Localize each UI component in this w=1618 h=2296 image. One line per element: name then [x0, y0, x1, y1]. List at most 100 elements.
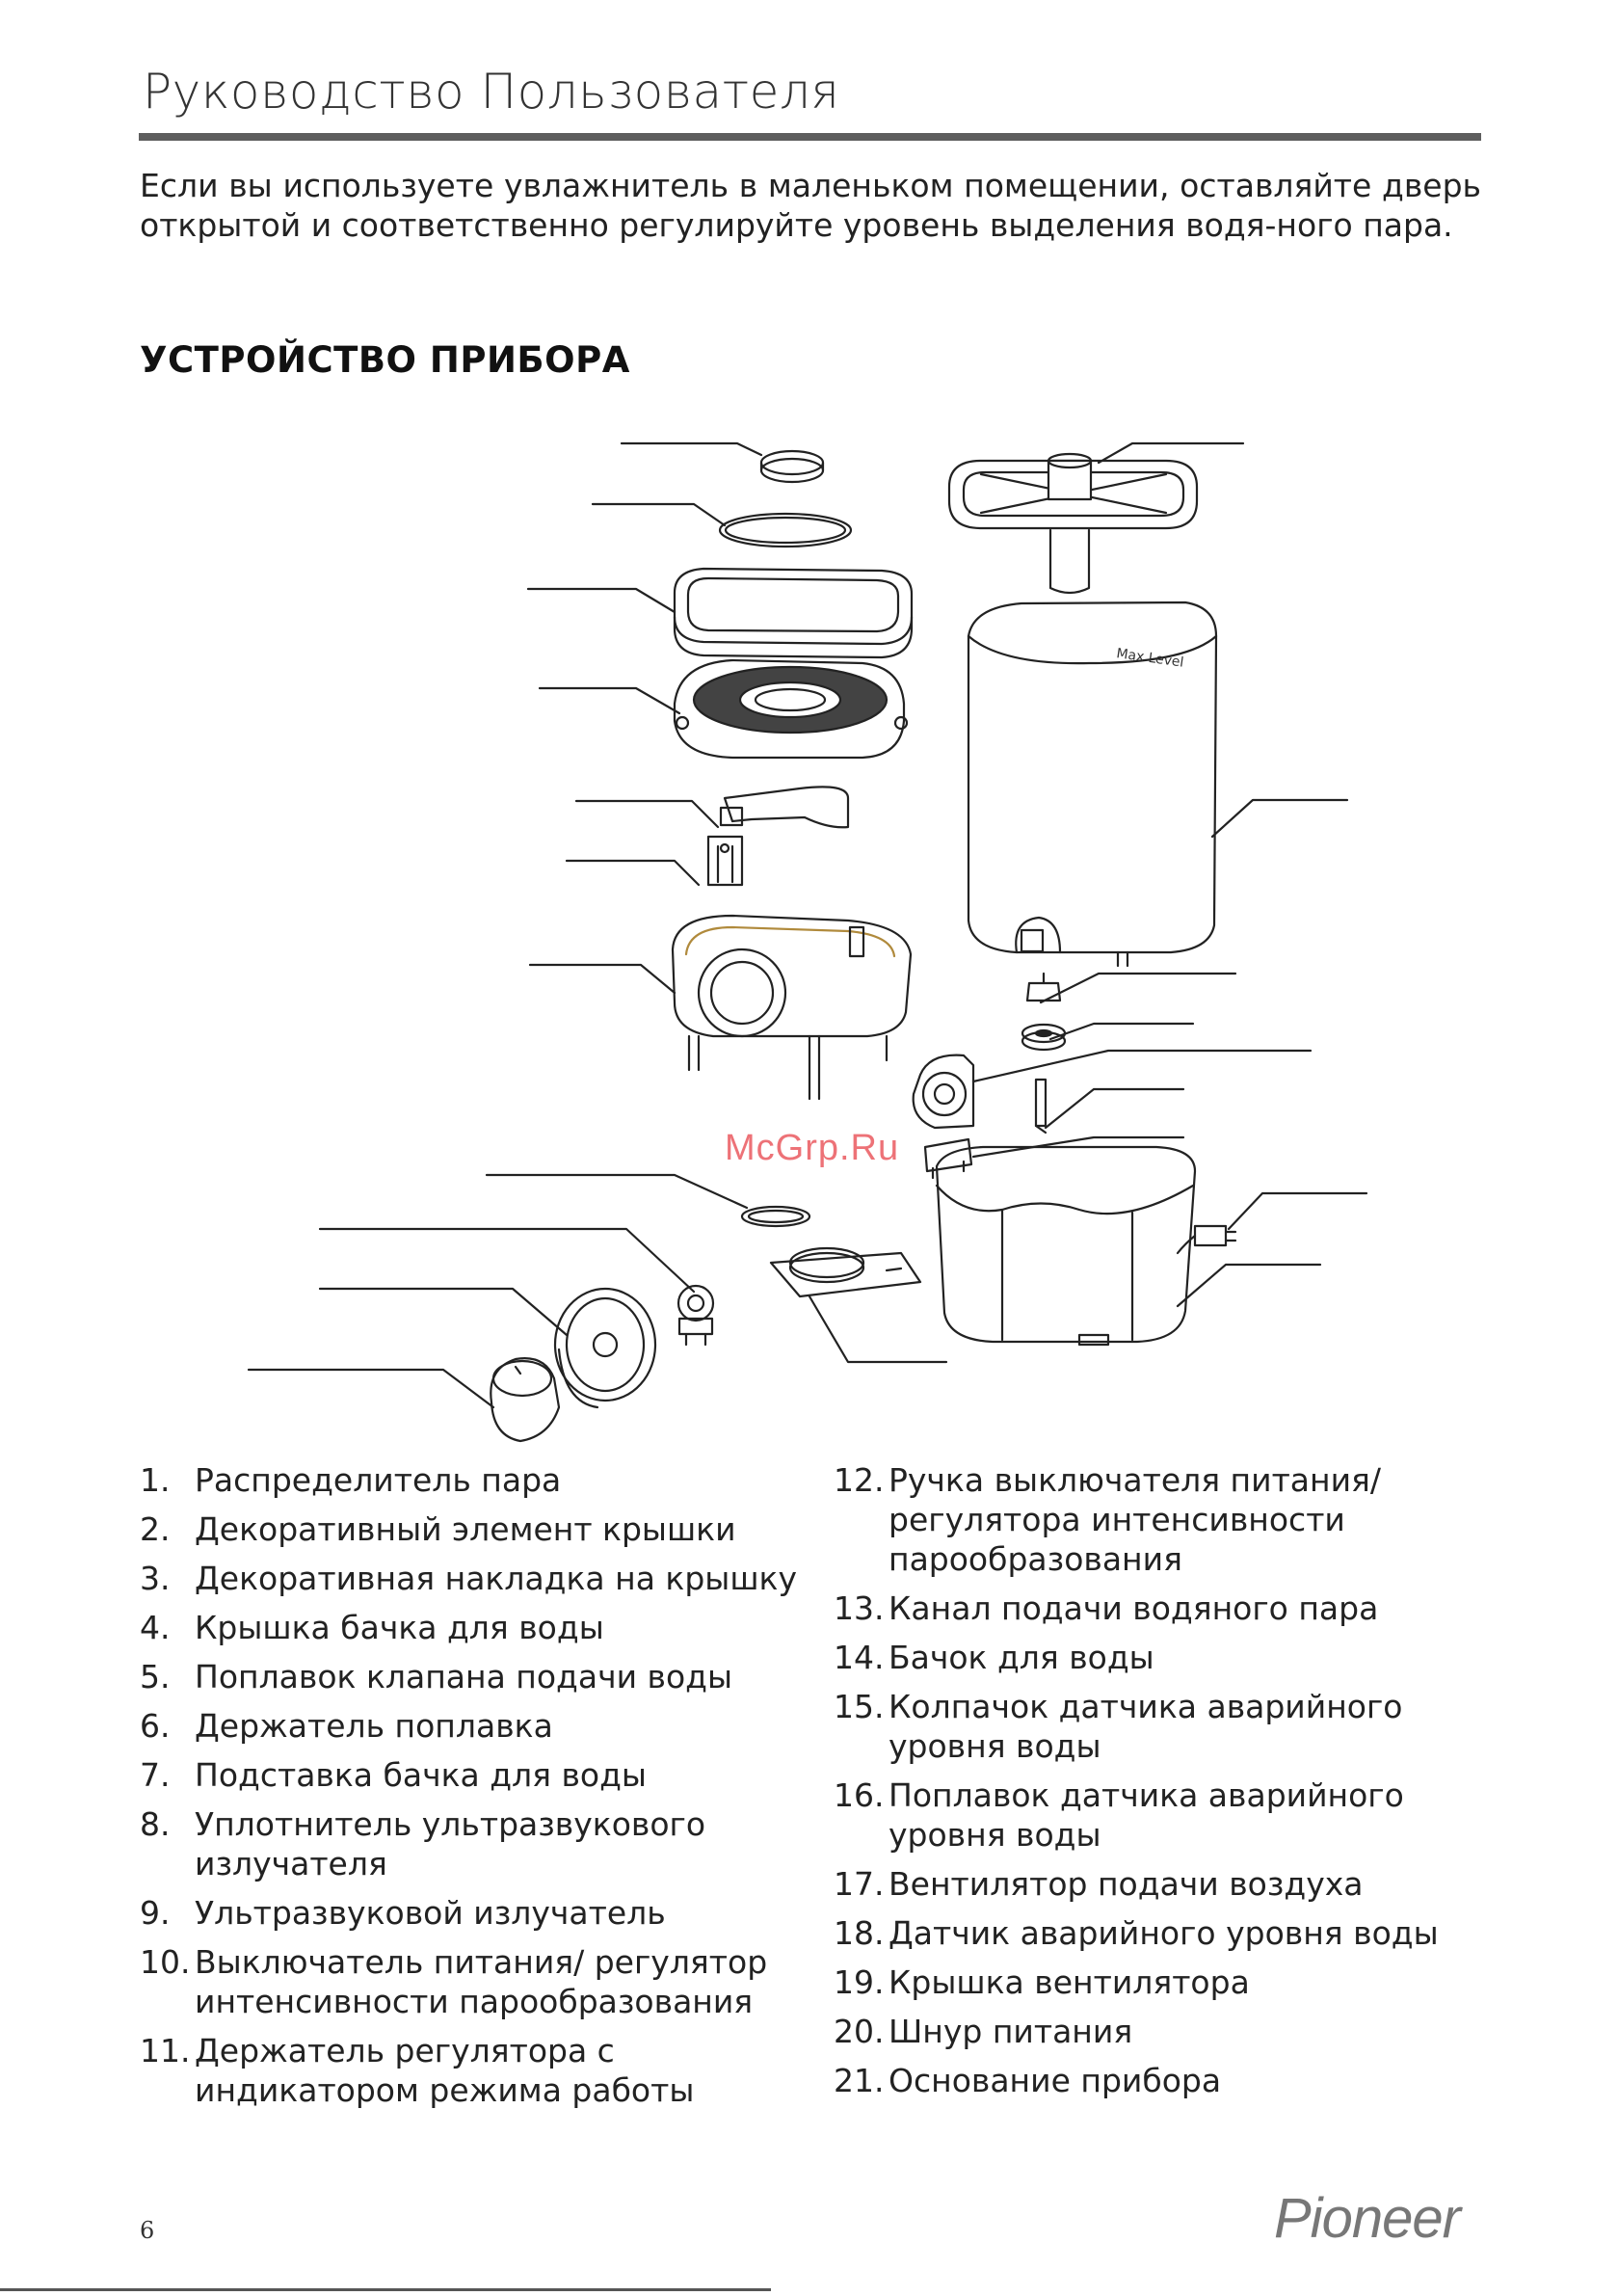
list-item: 15.Колпачок датчика аварийного уровня во…	[834, 1687, 1508, 1766]
regulator-holder-part	[553, 1287, 657, 1409]
list-item: 20.Шнур питания	[834, 2012, 1508, 2051]
list-item-number: 6.	[140, 1707, 171, 1745]
list-item-text: Вентилятор подачи воздуха	[889, 1865, 1364, 1903]
list-item-text: Крышка бачка для воды	[195, 1609, 604, 1646]
leader-line-5	[574, 799, 720, 829]
page-title: Руководство Пользователя	[143, 64, 840, 120]
leader-line-6	[565, 859, 701, 887]
leader-line-2	[591, 502, 727, 527]
list-item-text: Декоративная накладка на крышку	[195, 1560, 798, 1597]
list-item: 5. Поплавок клапана подачи воды	[140, 1657, 814, 1696]
list-item-text: Крышка вентилятора	[889, 1963, 1250, 2001]
leader-line-17	[971, 1049, 1313, 1083]
leader-line-10	[318, 1287, 569, 1337]
power-switch-part	[676, 1284, 715, 1347]
list-item-number: 4.	[140, 1609, 171, 1646]
parts-list-right: 12.Ручка выключателя питания/ регулятора…	[834, 1460, 1508, 2110]
list-item-text: Выключатель питания/ регулятор интенсивн…	[195, 1943, 768, 2020]
brand-logo: Pioneer	[1274, 2187, 1461, 2250]
leader-line-14	[1210, 798, 1349, 839]
watermark: McGrp.Ru	[725, 1128, 900, 1168]
list-item-number: 19.	[834, 1963, 885, 2001]
list-item: 11.Держатель регулятора с индикатором ре…	[140, 2031, 814, 2110]
section-title: УСТРОЙСТВО ПРИБОРА	[140, 339, 630, 381]
water-tank-part	[967, 601, 1218, 968]
list-item-number: 2.	[140, 1510, 171, 1548]
leader-line-11	[247, 1368, 495, 1409]
water-level-sensor-part	[1034, 1078, 1048, 1135]
fan-cover-part	[923, 1137, 973, 1180]
steam-channel-part	[947, 452, 1199, 595]
list-item-text: Датчик аварийного уровня воды	[889, 1914, 1439, 1952]
list-item-text: Канал подачи водяного пара	[889, 1589, 1379, 1627]
list-item-number: 11.	[140, 2032, 191, 2069]
list-item-number: 1.	[140, 1461, 171, 1499]
valve-float-part	[719, 786, 850, 829]
level-sensor-cap-part	[1025, 972, 1062, 1002]
level-sensor-float-part	[1021, 1023, 1067, 1052]
list-item-text: Ультразвуковой излучатель	[195, 1894, 666, 1932]
list-item-text: Ручка выключателя питания/ регулятора ин…	[889, 1461, 1382, 1578]
footer-rule	[0, 2288, 771, 2291]
list-item: 18.Датчик аварийного уровня воды	[834, 1913, 1508, 1953]
list-item-text: Бачок для воды	[889, 1639, 1154, 1676]
ultrasonic-emitter-part	[769, 1246, 922, 1298]
leader-line-9	[318, 1227, 696, 1294]
list-item: 8. Уплотнитель ультразвукового излучателя	[140, 1804, 814, 1883]
list-item-text: Шнур питания	[889, 2013, 1133, 2050]
list-item: 3. Декоративная накладка на крышку	[140, 1559, 814, 1598]
exploded-diagram: Max Level	[247, 441, 1368, 1443]
list-item-number: 14.	[834, 1639, 885, 1676]
list-item-number: 9.	[140, 1894, 171, 1932]
list-item-number: 16.	[834, 1776, 885, 1814]
leader-line-3	[526, 587, 676, 614]
list-item-text: Держатель поплавка	[195, 1707, 553, 1745]
list-item: 21.Основание прибора	[834, 2061, 1508, 2100]
list-item-number: 10.	[140, 1943, 191, 1981]
tank-lid-part	[673, 658, 909, 760]
lid-decor-ring-part	[718, 512, 853, 548]
leader-line-13	[1097, 441, 1245, 465]
leader-line-18	[1044, 1087, 1185, 1130]
power-cord-part	[1176, 1224, 1237, 1255]
leader-line-19	[971, 1135, 1185, 1159]
list-item: 10.Выключатель питания/ регулятор интенс…	[140, 1942, 814, 2021]
lid-overlay-part	[673, 567, 914, 659]
list-item-text: Колпачок датчика аварийного уровня воды	[889, 1688, 1403, 1765]
leader-line-8	[485, 1173, 749, 1210]
list-item-number: 5.	[140, 1658, 171, 1695]
list-item-text: Подставка бачка для воды	[195, 1756, 647, 1794]
list-item-number: 3.	[140, 1560, 171, 1597]
regulator-knob-part	[490, 1357, 561, 1443]
list-item-text: Декоративный элемент крышки	[195, 1510, 736, 1548]
list-item: 14.Бачок для воды	[834, 1638, 1508, 1677]
list-item: 2. Декоративный элемент крышки	[140, 1509, 814, 1549]
list-item-text: Уплотнитель ультразвукового излучателя	[195, 1805, 706, 1882]
list-item-text: Поплавок датчика аварийного уровня воды	[889, 1776, 1404, 1854]
leader-line-20	[1227, 1191, 1368, 1231]
tank-max-level-marking: Max Level	[1115, 646, 1184, 671]
leader-line-7	[528, 963, 676, 995]
list-item-number: 8.	[140, 1805, 171, 1843]
leader-line-4	[538, 686, 681, 715]
list-item: 7. Подставка бачка для воды	[140, 1755, 814, 1795]
list-item-number: 20.	[834, 2013, 885, 2050]
intro-paragraph: Если вы используете увлажнитель в малень…	[140, 167, 1481, 244]
list-item-text: Основание прибора	[889, 2062, 1222, 2099]
list-item-text: Держатель регулятора с индикатором режим…	[195, 2032, 695, 2109]
steam-distributor-part	[759, 449, 825, 484]
air-fan-part	[912, 1054, 975, 1130]
list-item-number: 7.	[140, 1756, 171, 1794]
tank-stand-part	[671, 914, 913, 1101]
list-item-text: Поплавок клапана подачи воды	[195, 1658, 733, 1695]
list-item: 17.Вентилятор подачи воздуха	[834, 1864, 1508, 1904]
list-item: 16.Поплавок датчика аварийного уровня во…	[834, 1775, 1508, 1855]
list-item-number: 21.	[834, 2062, 885, 2099]
list-item: 4. Крышка бачка для воды	[140, 1608, 814, 1647]
leader-line-1	[620, 441, 763, 457]
leader-line-16	[1048, 1022, 1195, 1041]
list-item: 6. Держатель поплавка	[140, 1706, 814, 1746]
leader-line-15	[1039, 972, 1237, 1004]
header-rule	[139, 133, 1481, 141]
